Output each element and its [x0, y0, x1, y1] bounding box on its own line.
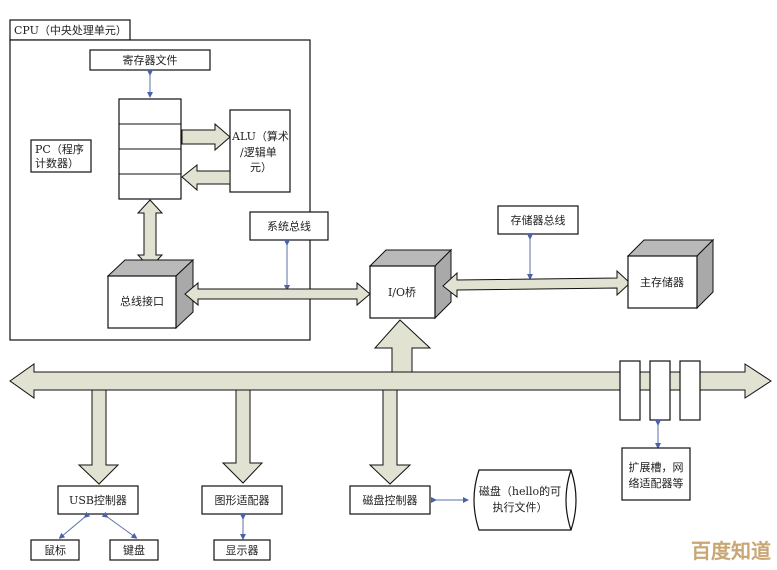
display-label: 显示器 [226, 544, 259, 557]
keyboard-box [109, 539, 159, 561]
slot-2 [649, 360, 671, 421]
alu-to-reg-arrow [181, 163, 231, 192]
keyboard-label: 键盘 [123, 543, 145, 557]
disk-controller-box [349, 485, 431, 515]
io-bridge-label: I/O桥 [388, 286, 416, 299]
display-box [213, 539, 271, 561]
register-file-label: 寄存器文件 [123, 53, 178, 67]
pc-label-2: 计数器） [35, 157, 79, 170]
bus-interface-label: 总线接口 [120, 294, 164, 308]
mouse-label: 鼠标 [44, 543, 66, 557]
expansion-label-1: 扩展槽，网 [629, 460, 684, 474]
usb-arrow [77, 389, 120, 485]
cpu-label: CPU（中央处理单元） [14, 24, 127, 37]
alu-label-2: /逻辑单 [240, 145, 277, 159]
main-memory-label: 主存储器 [640, 275, 684, 289]
disk-arrow [368, 389, 412, 485]
pc-label-1: PC（程序 [35, 142, 84, 156]
disk-cylinder [473, 469, 577, 531]
graphics-adapter-box [201, 485, 283, 515]
mouse-box [30, 539, 80, 561]
memory-bus-box [497, 205, 579, 235]
graphics-adapter-label: 图形适配器 [215, 494, 270, 507]
expansion-box [621, 447, 691, 501]
slot-1 [619, 360, 641, 421]
main-memory-box [627, 255, 698, 309]
system-bus-label: 系统总线 [267, 219, 311, 233]
system-bus-box [249, 211, 329, 241]
io-bridge-box [369, 265, 436, 319]
disk-label-2: 执行文件） [493, 500, 548, 514]
io-bus-arrow [9, 363, 772, 399]
memory-bus-label: 存储器总线 [511, 213, 566, 227]
graphics-arrow [221, 389, 264, 484]
memory-bus-arrow [442, 269, 631, 299]
watermark: 百度知道 [691, 539, 771, 563]
usb-controller-box [57, 485, 139, 515]
slot-3 [679, 360, 701, 421]
bus-interface-box [107, 275, 177, 329]
alu-box [229, 109, 291, 193]
alu-label-3: 元） [250, 161, 272, 174]
usb-controller-label: USB控制器 [69, 493, 127, 507]
expansion-label-2: 络适配器等 [629, 476, 684, 490]
disk-label-1: 磁盘（hello的可 [479, 484, 561, 498]
pc-box [30, 139, 92, 173]
reg-to-alu-arrow [181, 122, 231, 152]
disk-controller-label: 磁盘控制器 [363, 493, 418, 507]
alu-label-1: ALU（算术 [231, 129, 289, 143]
io-bus-up-arrow [373, 319, 432, 381]
